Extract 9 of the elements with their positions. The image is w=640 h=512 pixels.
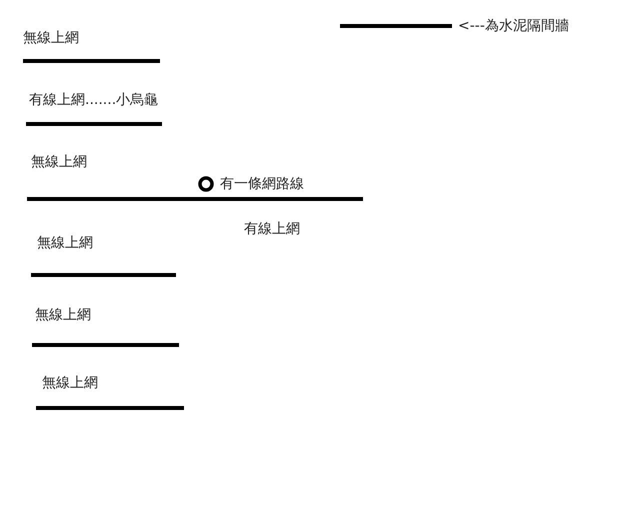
room-label: 無線上網 xyxy=(23,29,79,47)
room-label: 有一條網路線 xyxy=(220,175,304,193)
legend-label: <---為水泥隔間牆 xyxy=(458,17,569,35)
room-label: 無線上網 xyxy=(35,306,91,324)
room-label: 有線上網 xyxy=(244,220,300,238)
room-label: 有線上網.......小烏龜 xyxy=(29,91,158,109)
room-label: 無線上網 xyxy=(42,374,98,392)
room-label: 無線上網 xyxy=(31,153,87,171)
room-label: 無線上網 xyxy=(37,234,93,252)
